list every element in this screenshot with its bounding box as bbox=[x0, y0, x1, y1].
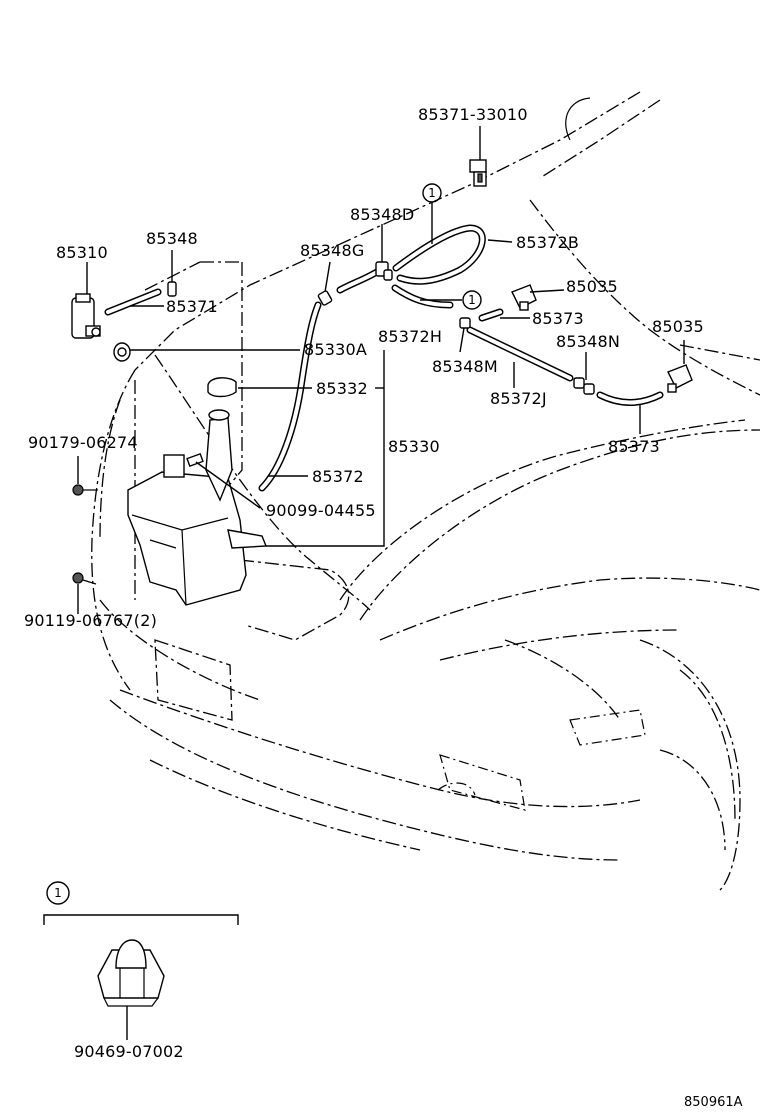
clip-part bbox=[186, 452, 204, 468]
bolt-part bbox=[72, 484, 98, 496]
grommet-part bbox=[113, 342, 131, 362]
hose-joint-part bbox=[375, 261, 393, 281]
figure-code: 850961A bbox=[684, 1095, 743, 1110]
hose-joint-part bbox=[573, 377, 595, 395]
part-label: 85372 bbox=[312, 467, 364, 486]
part-label: 85371 bbox=[166, 297, 218, 316]
part-label: 90119-06767(2) bbox=[24, 611, 157, 630]
part-label: 85332 bbox=[316, 379, 368, 398]
washer-nozzle-part bbox=[511, 284, 537, 311]
washer-pump-part bbox=[71, 293, 101, 339]
part-label: 85371-33010 bbox=[418, 105, 528, 124]
hose-joint-part bbox=[459, 317, 471, 329]
part-label: 85348 bbox=[146, 229, 198, 248]
part-label: 85373 bbox=[532, 309, 584, 328]
hose-joint-part bbox=[167, 281, 177, 297]
callout-number: 1 bbox=[428, 186, 436, 200]
part-label: 85035 bbox=[652, 317, 704, 336]
part-label: 90099-04455 bbox=[266, 501, 376, 520]
part-label: 85035 bbox=[566, 277, 618, 296]
leader-lines bbox=[77, 126, 685, 1040]
hose-clip-part bbox=[469, 159, 487, 187]
part-label: 85330A bbox=[304, 340, 367, 359]
callout-circle-a: 1 bbox=[422, 183, 442, 203]
washer-tank-part bbox=[127, 409, 268, 606]
washer-parts bbox=[71, 159, 693, 1007]
clip-detail-part bbox=[97, 939, 165, 1007]
washer-nozzle-part bbox=[667, 364, 693, 393]
part-label: 85348D bbox=[350, 205, 414, 224]
part-label: 85372H bbox=[378, 327, 442, 346]
part-label: 85348M bbox=[432, 357, 498, 376]
callout-circle-c: 1 bbox=[46, 881, 70, 905]
part-label: 85330 bbox=[388, 437, 440, 456]
part-label: 90179-06274 bbox=[28, 433, 138, 452]
tank-cap-part bbox=[207, 377, 237, 398]
callout-number: 1 bbox=[468, 293, 476, 307]
callout-circle-b: 1 bbox=[462, 290, 482, 310]
screw-part bbox=[72, 572, 97, 585]
part-labels: 85371-33010 85348D 85372B 85310 85348 85… bbox=[24, 105, 743, 1110]
part-label: 85373 bbox=[608, 437, 660, 456]
part-label: 85348G bbox=[300, 241, 365, 260]
detail-bracket bbox=[43, 914, 239, 925]
callout-number: 1 bbox=[54, 886, 62, 900]
part-label: 85310 bbox=[56, 243, 108, 262]
part-label: 85348N bbox=[556, 332, 620, 351]
part-label: 85372J bbox=[490, 389, 547, 408]
hose-joint-part bbox=[317, 290, 333, 306]
part-label: 85372B bbox=[516, 233, 579, 252]
part-label: 90469-07002 bbox=[74, 1042, 184, 1061]
vehicle-body-outline bbox=[91, 91, 760, 891]
